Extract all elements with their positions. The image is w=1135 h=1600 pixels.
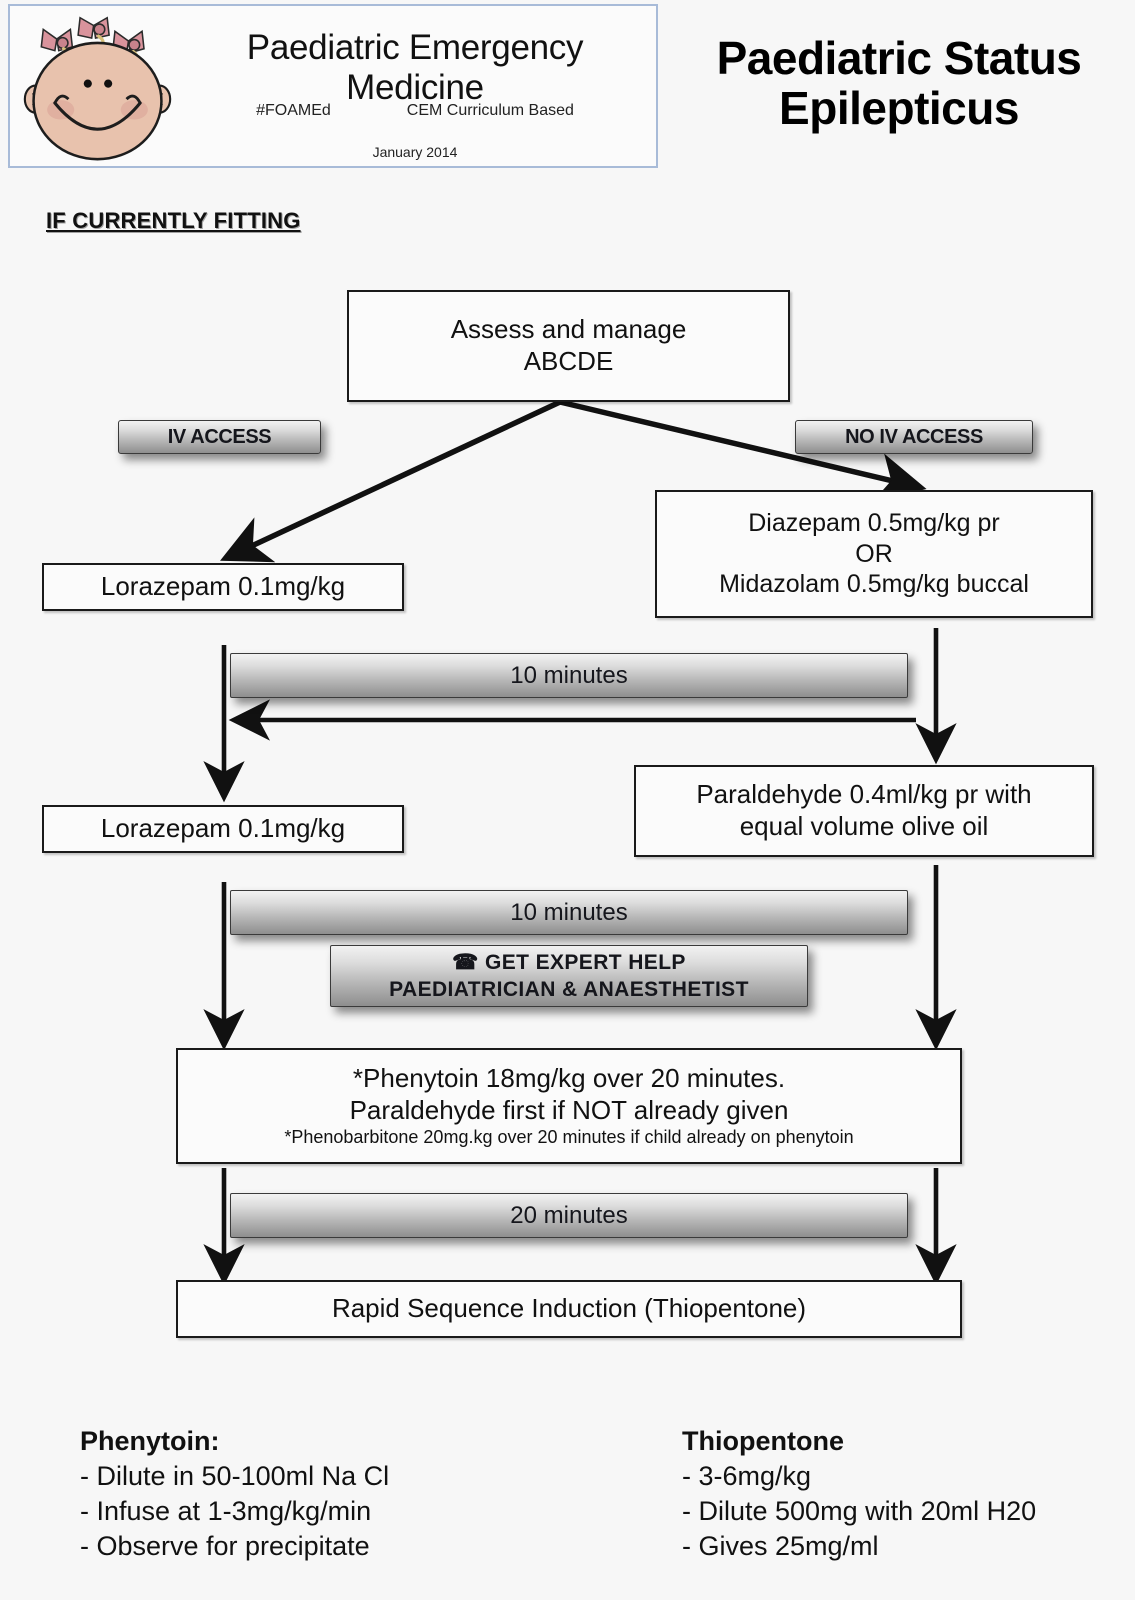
- rsi-box: Rapid Sequence Induction (Thiopentone): [176, 1280, 962, 1338]
- thiopentone-note-item-0: - 3-6mg/kg: [682, 1461, 812, 1492]
- page-title-line1: Paediatric: [716, 32, 932, 84]
- lorazepam-dose-box-1: Lorazepam 0.1mg/kg: [42, 563, 404, 611]
- get-expert-help-chip[interactable]: ☎ GET EXPERT HELP PAEDIATRICIAN & ANAEST…: [330, 945, 808, 1007]
- no-iv-drug-line-2: OR: [855, 539, 893, 568]
- paraldehyde-line-2: equal volume olive oil: [739, 811, 989, 841]
- thiopentone-note-item-2: - Gives 25mg/ml: [682, 1531, 879, 1562]
- phenytoin-note-item-2: - Observe for precipitate: [80, 1531, 370, 1562]
- page-title: Paediatric Status Epilepticus: [665, 32, 1133, 134]
- expert-help-line-2: PAEDIATRICIAN & ANAESTHETIST: [389, 978, 749, 1001]
- brand-header-box: Paediatric Emergency Medicine #FOAMEd CE…: [8, 4, 658, 168]
- brand-tagline: #FOAMEd CEM Curriculum Based: [180, 102, 650, 120]
- phenytoin-line-1: *Phenytoin 18mg/kg over 20 minutes.: [352, 1063, 786, 1094]
- smiling-baby-face-logo: [23, 16, 172, 161]
- thiopentone-note-item-1: - Dilute 500mg with 20ml H20: [682, 1496, 1037, 1527]
- iv-access-chip[interactable]: IV ACCESS: [118, 420, 321, 454]
- phenytoin-note-item-1: - Infuse at 1-3mg/kg/min: [80, 1496, 372, 1527]
- no-iv-drug-box: Diazepam 0.5mg/kg pr OR Midazolam 0.5mg/…: [655, 490, 1093, 618]
- timer-2-label: 10 minutes: [510, 898, 628, 926]
- foamed-tag: #FOAMEd: [256, 102, 331, 119]
- assess-abcde-box: Assess and manage ABCDE: [347, 290, 790, 402]
- phenytoin-line-3: *Phenobarbitone 20mg.kg over 20 minutes …: [284, 1126, 854, 1147]
- no-iv-drug-line-1: Diazepam 0.5mg/kg pr: [748, 509, 1000, 538]
- no-iv-access-label: NO IV ACCESS: [845, 425, 983, 448]
- timer-chip-10min-1: 10 minutes: [230, 653, 908, 698]
- thiopentone-note-heading: Thiopentone: [682, 1426, 844, 1456]
- timer-chip-10min-2: 10 minutes: [230, 890, 908, 935]
- paraldehyde-box: Paraldehyde 0.4ml/kg pr with equal volum…: [634, 765, 1094, 857]
- rsi-label: Rapid Sequence Induction (Thiopentone): [331, 1293, 807, 1324]
- assess-line-1: Assess and manage: [450, 314, 687, 345]
- no-iv-access-chip[interactable]: NO IV ACCESS: [795, 420, 1033, 454]
- assess-line-2: ABCDE: [523, 346, 614, 376]
- brand-title: Paediatric Emergency Medicine: [246, 28, 584, 107]
- no-iv-drug-line-3: Midazolam 0.5mg/kg buccal: [719, 570, 1029, 599]
- page-title-line2: Status Epilepticus: [779, 32, 1082, 134]
- paraldehyde-line-1: Paraldehyde 0.4ml/kg pr with: [696, 779, 1032, 810]
- timer-1-label: 10 minutes: [510, 661, 628, 689]
- phenytoin-note: Phenytoin: - Dilute in 50-100ml Na Cl - …: [80, 1424, 389, 1564]
- expert-help-text-1: GET EXPERT HELP: [484, 950, 686, 974]
- lorazepam-dose-box-2: Lorazepam 0.1mg/kg: [42, 805, 404, 853]
- phenytoin-line-2: Paraldehyde first if NOT already given: [349, 1095, 789, 1126]
- curriculum-tag: CEM Curriculum Based: [406, 102, 574, 119]
- phenytoin-note-heading: Phenytoin:: [80, 1426, 220, 1456]
- telephone-icon: ☎: [452, 950, 479, 974]
- phenytoin-instruction-box: *Phenytoin 18mg/kg over 20 minutes. Para…: [176, 1048, 962, 1164]
- expert-help-line-1: ☎ GET EXPERT HELP: [452, 949, 686, 976]
- phenytoin-note-item-0: - Dilute in 50-100ml Na Cl: [80, 1461, 390, 1492]
- lorazepam-2-label: Lorazepam 0.1mg/kg: [100, 813, 346, 844]
- iv-access-label: IV ACCESS: [167, 425, 272, 448]
- timer-3-label: 20 minutes: [510, 1201, 628, 1229]
- timer-chip-20min: 20 minutes: [230, 1193, 908, 1238]
- thiopentone-note: Thiopentone - 3-6mg/kg - Dilute 500mg wi…: [682, 1424, 1036, 1564]
- section-heading: IF CURRENTLY FITTING: [46, 208, 301, 233]
- publication-date: January 2014: [372, 144, 458, 160]
- lorazepam-1-label: Lorazepam 0.1mg/kg: [100, 571, 346, 602]
